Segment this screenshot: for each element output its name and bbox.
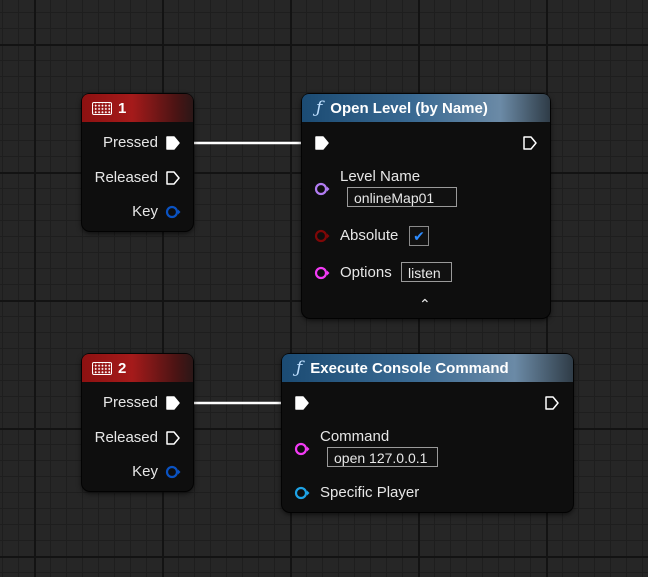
specific-player-input-pin[interactable] xyxy=(294,486,310,500)
exec-input-pin-connected[interactable] xyxy=(314,135,330,151)
exec-output-pin[interactable] xyxy=(522,135,538,151)
options-input-pin[interactable] xyxy=(314,266,330,280)
exec-output-pin-connected[interactable] xyxy=(165,395,181,411)
exec-input-pin-connected[interactable] xyxy=(294,395,310,411)
open-level-node[interactable]: ƒ Open Level (by Name) Level Name online… xyxy=(302,94,550,318)
released-pin-label: Released xyxy=(94,169,158,186)
struct-output-pin[interactable] xyxy=(165,465,181,479)
execute-console-command-node-header[interactable]: ƒ Execute Console Command xyxy=(282,354,573,382)
options-label: Options xyxy=(340,264,392,281)
execute-console-command-node[interactable]: ƒ Execute Console Command Command open 1… xyxy=(282,354,573,512)
released-pin-row[interactable]: Released xyxy=(95,169,181,186)
pressed-pin-label: Pressed xyxy=(102,394,158,411)
specific-player-label: Specific Player xyxy=(320,484,420,501)
key-pin-row[interactable]: Key xyxy=(132,463,181,480)
key-pin-row[interactable]: Key xyxy=(132,203,181,220)
key-1-node-header[interactable]: 1 xyxy=(82,94,193,122)
struct-output-pin[interactable] xyxy=(165,205,181,219)
open-level-node-header[interactable]: ƒ Open Level (by Name) xyxy=(302,94,550,122)
key-pin-label: Key xyxy=(132,463,158,480)
absolute-checkbox[interactable]: ✔ xyxy=(409,226,429,246)
exec-output-pin[interactable] xyxy=(165,430,181,446)
pressed-pin-row[interactable]: Pressed xyxy=(103,134,181,151)
collapse-advanced-chevron-icon[interactable]: ⌃ xyxy=(419,296,431,312)
level-name-input[interactable]: onlineMap01 xyxy=(347,187,457,207)
absolute-label: Absolute xyxy=(340,227,399,244)
key-1-node-title: 1 xyxy=(118,99,127,117)
key-2-node-title: 2 xyxy=(118,359,127,377)
level-name-label: Level Name xyxy=(340,168,421,185)
execute-console-command-node-title: Execute Console Command xyxy=(310,359,509,377)
checkmark-icon: ✔ xyxy=(413,227,425,244)
pressed-pin-row[interactable]: Pressed xyxy=(103,394,181,411)
key-pin-label: Key xyxy=(132,203,158,220)
function-icon: ƒ xyxy=(296,358,303,378)
exec-output-pin-connected[interactable] xyxy=(165,135,181,151)
released-pin-row[interactable]: Released xyxy=(95,429,181,446)
options-input[interactable]: listen xyxy=(401,262,452,282)
key-1-event-node[interactable]: 1 Pressed Released Key xyxy=(82,94,193,231)
exec-output-pin[interactable] xyxy=(544,395,560,411)
open-level-node-title: Open Level (by Name) xyxy=(330,99,488,117)
exec-output-pin[interactable] xyxy=(165,170,181,186)
function-icon: ƒ xyxy=(316,98,323,118)
keyboard-icon xyxy=(92,361,112,375)
absolute-input-pin[interactable] xyxy=(314,229,330,243)
command-label: Command xyxy=(320,428,390,445)
level-name-input-pin[interactable] xyxy=(314,182,330,196)
key-2-event-node[interactable]: 2 Pressed Released Key xyxy=(82,354,193,491)
pressed-pin-label: Pressed xyxy=(102,134,158,151)
key-2-node-header[interactable]: 2 xyxy=(82,354,193,382)
command-input-pin[interactable] xyxy=(294,442,310,456)
command-input[interactable]: open 127.0.0.1 xyxy=(327,447,438,467)
released-pin-label: Released xyxy=(94,429,158,446)
keyboard-icon xyxy=(92,101,112,115)
